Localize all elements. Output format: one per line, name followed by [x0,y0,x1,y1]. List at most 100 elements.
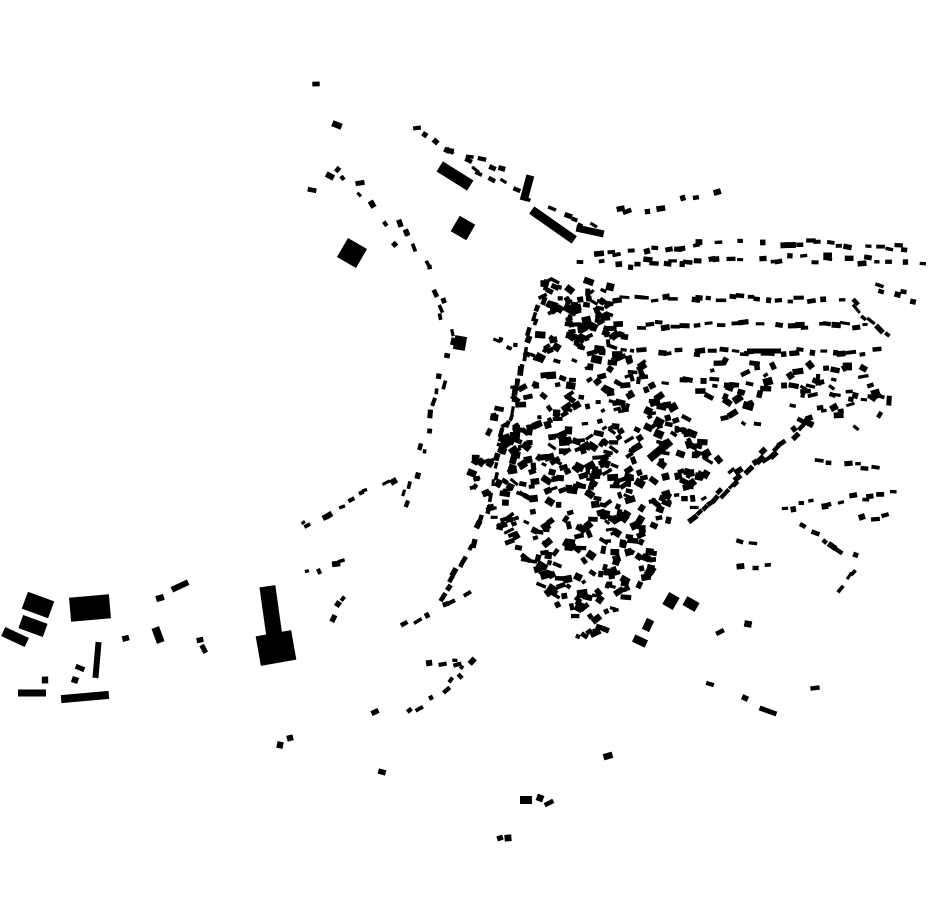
building [561,514,570,524]
building [607,249,616,255]
building [876,410,884,419]
building [497,165,506,172]
building [590,354,603,365]
building [629,519,642,531]
building [573,340,583,349]
building [510,520,518,527]
building [577,326,583,334]
building [656,459,668,470]
building [540,474,553,486]
building [656,205,666,213]
building [537,414,542,420]
building [599,502,607,508]
building [737,258,744,262]
building [503,527,515,535]
building [644,208,651,215]
building [462,589,473,598]
building [669,430,678,438]
building [532,318,539,326]
building [522,393,534,401]
building [810,529,821,537]
building [609,329,620,339]
building [735,292,745,299]
building [434,388,439,395]
building [836,350,846,358]
building [570,613,580,619]
building [337,558,346,564]
building [447,598,456,605]
building [771,443,781,453]
building [596,418,604,425]
building [544,551,553,560]
building [790,424,798,433]
building [389,477,399,486]
building [585,549,597,561]
building [565,381,576,390]
building [800,392,806,399]
building [649,557,656,563]
building [886,395,892,406]
building [535,560,549,572]
building [565,393,577,404]
building [425,659,433,667]
building [504,511,515,521]
building [919,261,927,266]
building [857,513,866,521]
building [544,569,555,579]
building [852,551,859,559]
building [470,457,480,466]
building [695,294,703,301]
building [642,385,650,394]
building [505,345,513,351]
building [417,442,424,451]
building [701,503,709,512]
building [737,319,749,326]
building [762,372,769,378]
isolated-building [276,741,284,749]
building [396,218,404,228]
building [643,247,651,255]
building [582,301,591,308]
building [484,427,493,437]
building [606,343,618,351]
building [696,438,708,446]
building [635,376,641,385]
building [866,316,876,326]
building [607,473,619,482]
building [603,384,615,394]
building [695,508,704,517]
building [788,382,800,390]
building [823,252,832,258]
building [517,444,526,449]
building [549,276,560,285]
large-building [450,215,476,241]
building [637,503,647,513]
building [876,492,885,497]
building [501,499,509,506]
building [514,378,521,387]
building [575,633,581,640]
building [623,465,634,475]
building [638,525,646,534]
building [581,315,592,326]
large-building [18,614,48,638]
building [513,386,520,391]
building [511,436,523,445]
building [664,414,672,422]
building [665,351,672,356]
building [871,464,880,470]
building [735,538,744,545]
building [560,401,573,413]
building [617,353,627,361]
building [762,376,774,387]
building [693,449,702,458]
building [689,494,696,503]
building [303,522,312,529]
building [765,297,772,304]
building [862,322,868,327]
building [625,451,634,459]
building [684,439,694,450]
building [533,564,543,574]
building [764,562,771,568]
